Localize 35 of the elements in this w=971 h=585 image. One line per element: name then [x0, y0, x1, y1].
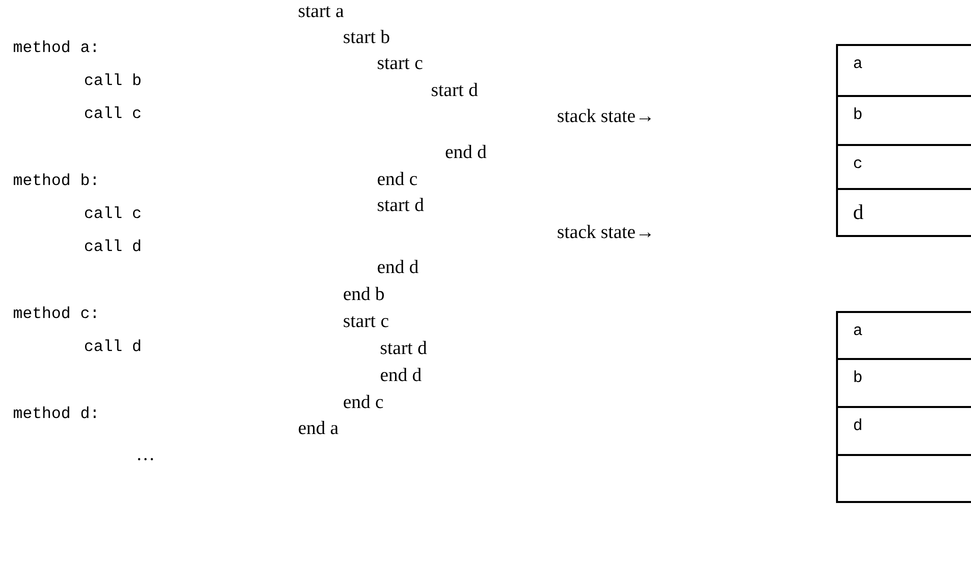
code-line: method a:: [13, 40, 100, 56]
trace-line: stack state→: [557, 107, 655, 126]
trace-line: end a: [298, 419, 339, 438]
code-line: method b:: [13, 173, 100, 189]
stack-entry: a: [853, 321, 863, 342]
trace-line: start a: [298, 2, 344, 21]
code-line: call c: [84, 106, 142, 122]
trace-line: start c: [377, 54, 423, 73]
code-line: method d:: [13, 406, 100, 422]
code-line: call d: [84, 339, 142, 355]
trace-line: end d: [377, 258, 419, 277]
trace-line: end c: [377, 170, 418, 189]
stack-entry: b: [853, 104, 863, 126]
trace-line: start d: [380, 339, 427, 358]
stack-entry: d: [853, 416, 863, 437]
trace-line: stack state→: [557, 223, 655, 242]
trace-line: end d: [445, 143, 487, 162]
trace-line: start d: [377, 196, 424, 215]
ellipsis: …: [136, 445, 155, 464]
code-line: call b: [84, 73, 142, 89]
trace-line: end c: [343, 393, 384, 412]
trace-line: start c: [343, 312, 389, 331]
trace-line: start b: [343, 28, 390, 47]
trace-line: start d: [431, 81, 478, 100]
stack-entry: a: [853, 54, 863, 75]
stack-entry: c: [853, 154, 863, 175]
code-line: call c: [84, 206, 142, 222]
code-line: method c:: [13, 306, 100, 322]
stack-frame: [836, 311, 971, 503]
trace-line: end d: [380, 366, 422, 385]
stack-entry: b: [853, 368, 863, 390]
stack-entry: d: [853, 198, 864, 226]
stack-frame: [836, 44, 971, 237]
trace-line: end b: [343, 285, 385, 304]
code-line: call d: [84, 239, 142, 255]
